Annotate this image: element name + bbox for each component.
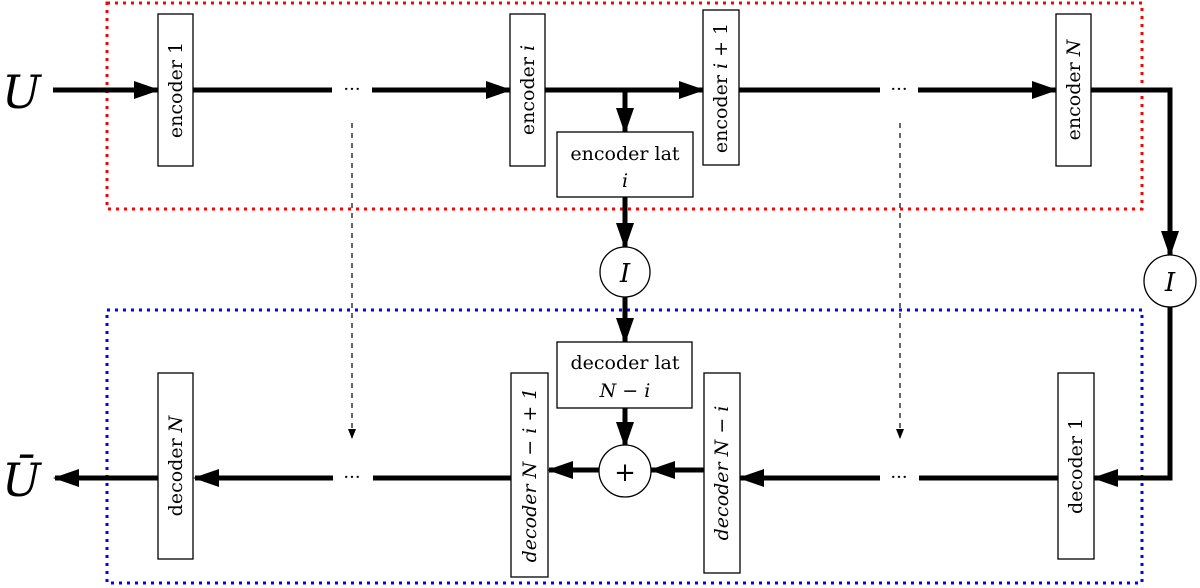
svg-text:decoder N: decoder N bbox=[165, 414, 187, 516]
svg-text:decoder N − i + 1: decoder N − i + 1 bbox=[519, 388, 541, 563]
decoder-latent-box: decoder lat N − i bbox=[556, 341, 693, 409]
ellipsis-decoder-right: ··· bbox=[890, 467, 907, 488]
svg-text:encoder i: encoder i bbox=[517, 45, 539, 135]
decoder-n-minus-i-box: decoder N − i bbox=[703, 372, 741, 574]
decoder-1-box: decoder 1 bbox=[1057, 372, 1095, 560]
interface-node-middle: I bbox=[599, 246, 651, 298]
svg-text:encoder i + 1: encoder i + 1 bbox=[710, 23, 732, 153]
ellipsis-encoder-left: ··· bbox=[343, 79, 360, 100]
svg-text:I: I bbox=[1164, 268, 1176, 298]
arrow-encoder-n-to-interface bbox=[1091, 87, 1179, 257]
input-label: U bbox=[2, 65, 43, 119]
encoder-region bbox=[105, 1, 1144, 211]
ellipsis-encoder-right: ··· bbox=[890, 79, 907, 100]
svg-text:i: i bbox=[622, 170, 628, 192]
sum-node: + bbox=[598, 444, 652, 498]
encoder-n-box: encoder N bbox=[1055, 13, 1092, 167]
encoder-1-box: encoder 1 bbox=[157, 13, 194, 167]
svg-text:decoder lat: decoder lat bbox=[570, 352, 679, 374]
ellipsis-decoder-left: ··· bbox=[343, 467, 360, 488]
svg-text:N − i: N − i bbox=[599, 380, 651, 402]
arrow-interface-to-decoder-1 bbox=[1092, 307, 1173, 487]
svg-text:decoder 1: decoder 1 bbox=[1065, 418, 1087, 514]
svg-text:I: I bbox=[619, 259, 631, 289]
encoder-i-box: encoder i bbox=[509, 13, 546, 167]
svg-text:encoder lat: encoder lat bbox=[570, 143, 679, 165]
encoder-latent-box: encoder lat i bbox=[556, 131, 694, 198]
output-label: Ū bbox=[2, 453, 43, 507]
decoder-n-box: decoder N bbox=[157, 372, 194, 560]
decoder-region bbox=[105, 308, 1144, 585]
interface-node-right: I bbox=[1143, 254, 1197, 308]
svg-text:encoder 1: encoder 1 bbox=[165, 42, 187, 138]
decoder-n-minus-i-plus-1-box: decoder N − i + 1 bbox=[510, 372, 549, 578]
svg-text:encoder N: encoder N bbox=[1063, 38, 1085, 140]
encoder-i-plus-1-box: encoder i + 1 bbox=[702, 9, 740, 166]
svg-text:+: + bbox=[614, 458, 636, 488]
svg-text:decoder N − i: decoder N − i bbox=[711, 406, 733, 541]
